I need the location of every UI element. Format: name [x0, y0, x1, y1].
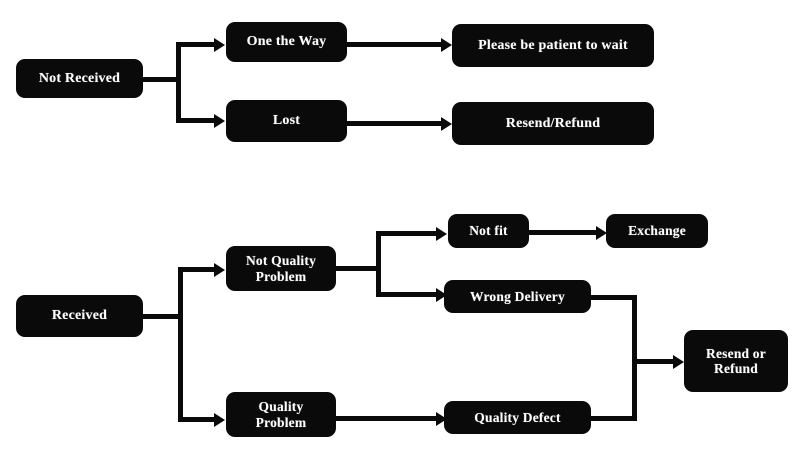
- node-quality-problem-line1: Quality: [258, 399, 304, 415]
- node-exchange[interactable]: Exchange: [606, 214, 708, 248]
- arrowhead-to-lost: [214, 113, 225, 128]
- edge-quality-defect-merge: [591, 416, 637, 421]
- edge-wrong-delivery-merge: [591, 295, 637, 300]
- arrowhead-to-not-fit: [436, 226, 447, 241]
- node-resend-refund[interactable]: Resend/Refund: [452, 102, 654, 145]
- node-not-fit[interactable]: Not fit: [448, 214, 529, 248]
- arrowhead-to-exchange: [596, 225, 607, 240]
- arrowhead-to-resend-or-refund: [673, 354, 684, 369]
- node-not-quality-problem-line2: Problem: [255, 268, 307, 284]
- edge-not-received-split-bar: [176, 42, 181, 123]
- edge-received-split-bar: [178, 267, 183, 422]
- edge-to-one-the-way: [176, 42, 218, 47]
- arrowhead-to-please-wait: [441, 37, 452, 52]
- edge-to-lost: [176, 118, 218, 123]
- arrowhead-to-resend-refund: [441, 116, 452, 131]
- node-resend-or-refund[interactable]: Resend or Refund: [684, 330, 788, 392]
- node-lost[interactable]: Lost: [226, 100, 347, 142]
- edge-merge-to-resend-or-refund: [632, 359, 677, 364]
- node-not-quality-problem-line1: Not Quality: [245, 253, 317, 269]
- edge-one-the-way-to-please-wait: [347, 42, 445, 47]
- edge-quality-problem-to-quality-defect: [336, 416, 440, 421]
- node-quality-problem-line2: Problem: [255, 414, 307, 430]
- arrowhead-to-not-quality-problem: [214, 262, 225, 277]
- edge-to-not-fit: [376, 231, 440, 236]
- arrowhead-to-quality-problem: [214, 412, 225, 427]
- edge-not-received-stem: [143, 77, 181, 82]
- edge-to-quality-problem: [178, 417, 218, 422]
- edge-not-quality-problem-stem: [336, 266, 381, 271]
- edge-not-quality-split-bar: [376, 231, 381, 297]
- node-resend-or-refund-line2: Refund: [714, 361, 758, 376]
- node-wrong-delivery[interactable]: Wrong Delivery: [444, 280, 591, 313]
- edge-not-fit-to-exchange: [529, 230, 601, 235]
- edge-to-wrong-delivery: [376, 292, 440, 297]
- arrowhead-to-wrong-delivery: [436, 287, 447, 302]
- arrowhead-to-one-the-way: [214, 37, 225, 52]
- edge-merge-bar: [632, 295, 637, 421]
- node-resend-or-refund-line1: Resend or: [706, 345, 766, 361]
- node-not-received[interactable]: Not Received: [16, 59, 143, 98]
- edge-received-stem: [143, 314, 183, 319]
- arrowhead-to-quality-defect: [436, 411, 447, 426]
- node-quality-problem[interactable]: Quality Problem: [226, 392, 336, 437]
- node-please-be-patient-to-wait[interactable]: Please be patient to wait: [452, 24, 654, 67]
- node-not-quality-problem[interactable]: Not Quality Problem: [226, 246, 336, 291]
- node-received[interactable]: Received: [16, 295, 143, 337]
- edge-to-not-quality-problem: [178, 267, 218, 272]
- node-quality-defect[interactable]: Quality Defect: [444, 401, 591, 434]
- node-one-the-way[interactable]: One the Way: [226, 22, 347, 62]
- edge-lost-to-resend-refund: [347, 121, 445, 126]
